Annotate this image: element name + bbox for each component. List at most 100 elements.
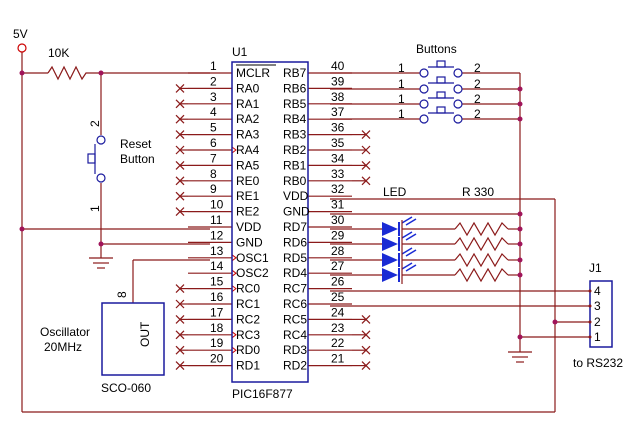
right-pin-number: 39: [331, 74, 345, 88]
connector-body: [589, 280, 613, 348]
ic-body: [231, 61, 309, 383]
no-connect-marks: [175, 83, 371, 371]
button-pin-2: 2: [474, 92, 481, 106]
right-pin-number: 38: [331, 90, 345, 104]
right-pin-name: RB7: [283, 66, 307, 80]
right-pin-number: 31: [331, 198, 345, 212]
right-pin-name: RD5: [283, 251, 307, 265]
connector-caption: to RS232: [573, 356, 623, 370]
button-pin-2: 2: [474, 107, 481, 121]
oscillator-pin: 8: [115, 291, 129, 298]
right-pin-name: RD3: [283, 343, 307, 357]
right-pin-name: RC7: [283, 282, 307, 296]
left-pin-number: 11: [210, 213, 223, 227]
left-pin-number: 20: [210, 352, 224, 366]
connector-pin-number: 4: [594, 284, 601, 298]
left-pin-name: MCLR: [236, 66, 270, 80]
left-pin-name: RA0: [236, 81, 260, 95]
left-pin-name: RA1: [236, 97, 260, 111]
resistor-icon: [454, 221, 509, 237]
left-pin-name: RA3: [236, 128, 260, 142]
right-pin-number: 36: [331, 121, 345, 135]
led-icon: [382, 222, 398, 236]
right-pin-number: 30: [331, 213, 345, 227]
right-pin-name: RB5: [283, 97, 307, 111]
reset-label-line1: Reset: [120, 137, 152, 151]
left-pin-name: RD0: [236, 343, 260, 357]
left-pin-name: RC2: [236, 312, 260, 326]
oscillator-label-line2: 20MHz: [44, 340, 82, 354]
right-pin-number: 32: [331, 182, 345, 196]
left-pin-name: RE2: [236, 205, 260, 219]
left-pin-name: RA4: [236, 143, 260, 157]
right-pin-name: RB0: [283, 174, 307, 188]
led-resistor-label: R 330: [462, 185, 494, 199]
left-pin-name: RC0: [236, 282, 260, 296]
left-pin-number: 1: [210, 59, 217, 73]
right-pin-number: 26: [331, 275, 345, 289]
supply-label: 5V: [13, 27, 28, 41]
left-pin-number: 18: [210, 321, 224, 335]
button-terminal: [419, 84, 429, 94]
right-pin-number: 28: [331, 244, 345, 258]
right-pin-name: RB3: [283, 128, 307, 142]
led-label: LED: [383, 185, 407, 199]
left-pin-number: 6: [210, 136, 217, 150]
junction-dots: [19, 70, 558, 340]
reset-pin-2: 2: [88, 120, 102, 127]
left-pin-number: 9: [210, 182, 217, 196]
ic-pin-leads: [180, 72, 366, 367]
reset-label-line2: Button: [120, 152, 155, 166]
pullup-resistor-label: 10K: [48, 46, 69, 60]
right-pin-name: RD6: [283, 235, 307, 249]
ground-symbol-left: [89, 257, 113, 269]
left-pin-number: 14: [210, 259, 224, 273]
right-pin-number: 34: [331, 151, 345, 165]
wires: [21, 48, 590, 413]
button-terminal: [419, 68, 429, 78]
button-terminal: [453, 84, 463, 94]
ground-symbol-right: [508, 351, 532, 363]
right-pin-number: 21: [331, 352, 345, 366]
left-pin-name: RD1: [236, 359, 260, 373]
right-pin-name: VDD: [283, 189, 309, 203]
reset-pin-1: 1: [88, 205, 102, 212]
right-pin-number: 35: [331, 136, 345, 150]
left-pin-name: GND: [236, 235, 263, 249]
right-pin-number: 22: [331, 336, 345, 350]
right-pin-number: 29: [331, 228, 345, 242]
left-pin-number: 2: [210, 74, 217, 88]
right-pin-number: 33: [331, 167, 345, 181]
left-pin-number: 4: [210, 105, 217, 119]
button-pin-1: 1: [398, 77, 405, 91]
oscillator-label-line1: Oscillator: [40, 325, 90, 339]
left-pin-name: OSC2: [236, 266, 269, 280]
left-pin-number: 7: [210, 151, 217, 165]
left-pin-number: 12: [210, 228, 224, 242]
led-icon: [382, 237, 398, 251]
right-pin-name: RD4: [283, 266, 307, 280]
left-pin-name: RE1: [236, 189, 260, 203]
right-pin-name: RD7: [283, 220, 307, 234]
left-pin-number: 13: [210, 244, 224, 258]
right-pin-name: RC6: [283, 297, 307, 311]
connector-pin-number: 2: [594, 315, 601, 329]
left-pin-number: 5: [210, 121, 217, 135]
left-pin-name: VDD: [236, 220, 262, 234]
left-pin-number: 16: [210, 290, 224, 304]
reset-button-symbol: [87, 135, 106, 183]
right-pin-number: 40: [331, 59, 345, 73]
pullup-resistor: [47, 65, 90, 81]
button-terminal: [419, 99, 429, 109]
left-pin-name: OSC1: [236, 251, 269, 265]
left-pin-name: RA2: [236, 112, 260, 126]
button-terminal: [453, 99, 463, 109]
connector-pin-number: 3: [594, 299, 601, 313]
led-array: [382, 216, 417, 284]
led-icon: [382, 253, 398, 267]
connector-ref: J1: [589, 261, 602, 275]
